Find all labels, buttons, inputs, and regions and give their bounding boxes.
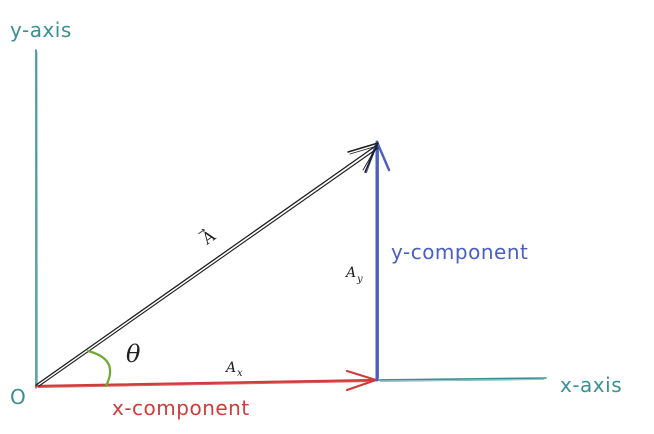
x-component-arrow [34, 369, 378, 392]
y-axis-line-sketch [36, 51, 38, 387]
y-axis-label: y-axis [10, 18, 72, 42]
ay-label: A y [344, 265, 363, 285]
ay-label-sub: y [356, 274, 363, 285]
theta-label: θ [126, 340, 141, 368]
vector-a-label: A → [195, 225, 219, 249]
x-axis-line-sketch [379, 379, 545, 382]
x-axis-label: x-axis [560, 373, 622, 397]
vector-a-arrow [35, 142, 379, 387]
ax-label-sub: x [237, 368, 243, 379]
ay-label-base: A [344, 265, 356, 281]
x-axis-line [377, 377, 547, 381]
ax-label: A x [224, 360, 243, 379]
origin-label: O [10, 385, 26, 409]
angle-theta-arc [86, 349, 112, 388]
y-component-label: y-component [391, 240, 528, 264]
x-component-label: x-component [112, 396, 250, 420]
y-component-arrow [364, 140, 391, 382]
ax-label-base: A [224, 360, 236, 376]
